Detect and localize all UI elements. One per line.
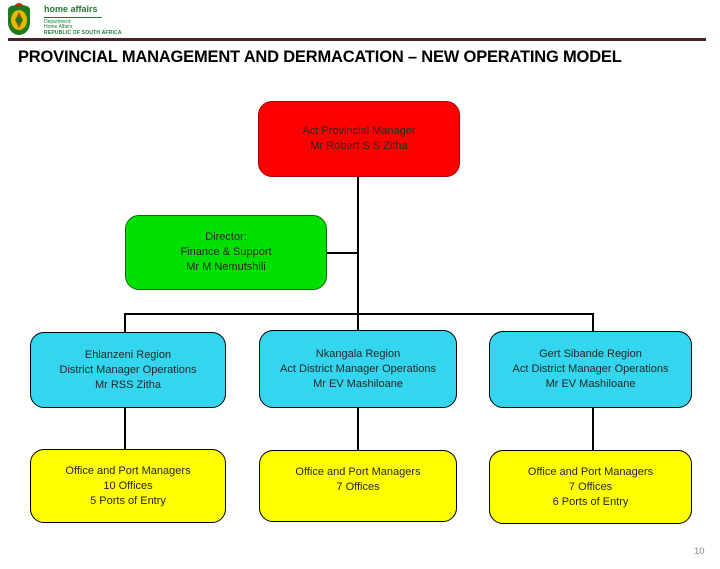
node-line: 6 Ports of Entry xyxy=(552,495,629,508)
node-line: 5 Ports of Entry xyxy=(90,494,166,507)
slide-title: PROVINCIAL MANAGEMENT AND DERMACATION – … xyxy=(18,48,622,66)
node-gert-sibande-offices: Office and Port Managers 7 Offices 6 Por… xyxy=(489,450,692,524)
node-line: Act District Manager Operations xyxy=(512,363,669,375)
connector-director xyxy=(327,252,357,254)
node-line: Act District Manager Operations xyxy=(280,362,436,375)
node-line: 7 Offices xyxy=(568,480,613,493)
node-line: Ehlanzeni Region xyxy=(84,348,172,361)
connector-region3-office3 xyxy=(592,408,594,450)
connector-region2-office2 xyxy=(357,408,359,450)
node-nkangala-offices: Office and Port Managers 7 Offices xyxy=(259,450,457,522)
coat-of-arms-icon xyxy=(8,3,30,35)
node-line: Mr M Nemutshili xyxy=(186,261,266,273)
node-line: Director: xyxy=(205,231,247,243)
header-divider xyxy=(8,38,706,41)
node-line: 10 Offices xyxy=(103,479,153,492)
page-number: 10 xyxy=(694,546,705,557)
brand-text: home affairs xyxy=(44,4,98,14)
node-ehlanzeni-offices: Office and Port Managers 10 Offices 5 Po… xyxy=(30,449,226,523)
node-line: Act Provincial Manager xyxy=(302,125,416,137)
node-line: Office and Port Managers xyxy=(65,464,191,477)
node-line: Mr EV Mashiloane xyxy=(545,378,636,390)
node-line: Finance & Support xyxy=(180,246,272,258)
connector-drop-left xyxy=(124,313,126,332)
node-line: Nkangala Region xyxy=(315,347,401,360)
node-line: Office and Port Managers xyxy=(295,466,421,478)
node-line: Gert Sibande Region xyxy=(539,348,642,360)
node-act-provincial-manager: Act Provincial Manager Mr Robert S S Zit… xyxy=(258,101,460,177)
node-line: Mr Robert S S Zitha xyxy=(310,140,408,152)
node-line: Mr EV Mashiloane xyxy=(313,377,403,390)
brand-underline xyxy=(44,16,102,18)
node-line: 7 Offices xyxy=(336,481,380,493)
node-line: Office and Port Managers xyxy=(527,465,654,478)
node-ehlanzeni-region: Ehlanzeni Region District Manager Operat… xyxy=(30,332,226,408)
dept-line-1: Department: xyxy=(44,18,72,25)
connector-region1-office1 xyxy=(124,408,126,449)
logo-wordmark: home affairs Department: Home Affairs RE… xyxy=(44,4,122,36)
node-nkangala-region: Nkangala Region Act District Manager Ope… xyxy=(259,330,457,408)
node-director-finance-support: Director: Finance & Support Mr M Nemutsh… xyxy=(125,215,327,290)
connector-trunk xyxy=(357,177,359,330)
dept-line-3: REPUBLIC OF SOUTH AFRICA xyxy=(44,29,122,36)
node-line: Mr RSS Zitha xyxy=(94,378,161,391)
dept-line-2: Home Affairs xyxy=(44,24,73,31)
node-line: District Manager Operations xyxy=(59,363,197,376)
node-gert-sibande-region: Gert Sibande Region Act District Manager… xyxy=(489,331,692,408)
connector-bus xyxy=(124,313,594,315)
connector-drop-right xyxy=(592,313,594,331)
